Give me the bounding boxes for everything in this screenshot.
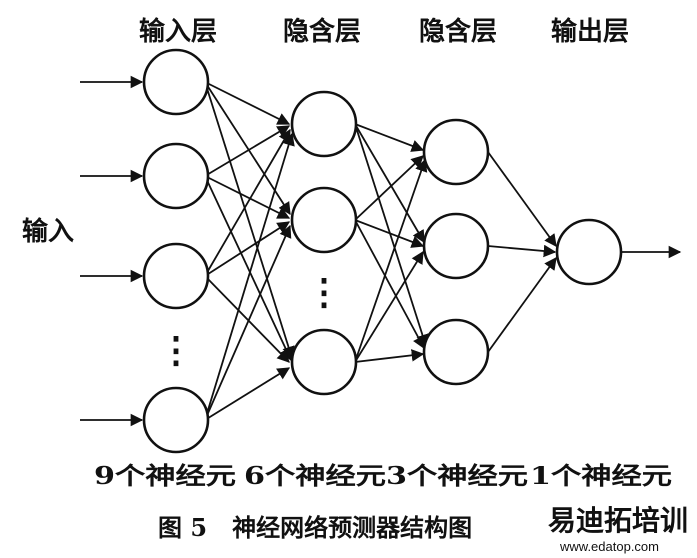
neuron: [142, 48, 210, 116]
count-label-layer-1: 9个神经元: [94, 461, 236, 490]
input-layer-nodes: [142, 48, 210, 454]
count-label-layer-2: 6个神经元: [244, 461, 386, 490]
edges-hidden2-to-output: [487, 151, 557, 353]
neuron: [142, 142, 210, 210]
output-neuron: [555, 218, 623, 286]
output-layer-label: 输出层: [551, 16, 629, 47]
count-label-layer-3: 3个神经元: [386, 461, 528, 490]
figure-caption: 图 5 神经网络预测器结构图: [158, 513, 472, 542]
neuron: [290, 328, 358, 396]
neuron: [142, 386, 210, 454]
neuron: [142, 242, 210, 310]
hidden-layer-1-label: 隐含层: [283, 16, 361, 47]
svg-text:易迪拓培训: 易迪拓培训: [548, 504, 688, 537]
neuron: [290, 90, 358, 158]
neuron: [422, 212, 490, 280]
edges-hidden1-to-hidden2: [354, 123, 429, 363]
edges-input-to-hidden1: [204, 81, 295, 421]
input-side-label: 输入: [22, 216, 74, 247]
neuron: [422, 118, 490, 186]
ellipsis-input-layer: ⋮: [158, 329, 194, 371]
hidden-layer-1-nodes: [290, 90, 358, 396]
input-layer-label: 输入层: [139, 16, 217, 47]
neuron: [290, 186, 358, 254]
hidden-layer-2-label: 隐含层: [419, 16, 497, 47]
edatop-watermark-logo: 易迪拓培训 www.edatop.com: [548, 504, 688, 554]
hidden-layer-2-nodes: [422, 118, 490, 386]
neuron: [422, 318, 490, 386]
ellipsis-hidden-layer-1: ⋮: [306, 271, 342, 313]
svg-text:www.edatop.com: www.edatop.com: [559, 539, 659, 554]
count-label-layer-4: 1个神经元: [530, 461, 672, 490]
